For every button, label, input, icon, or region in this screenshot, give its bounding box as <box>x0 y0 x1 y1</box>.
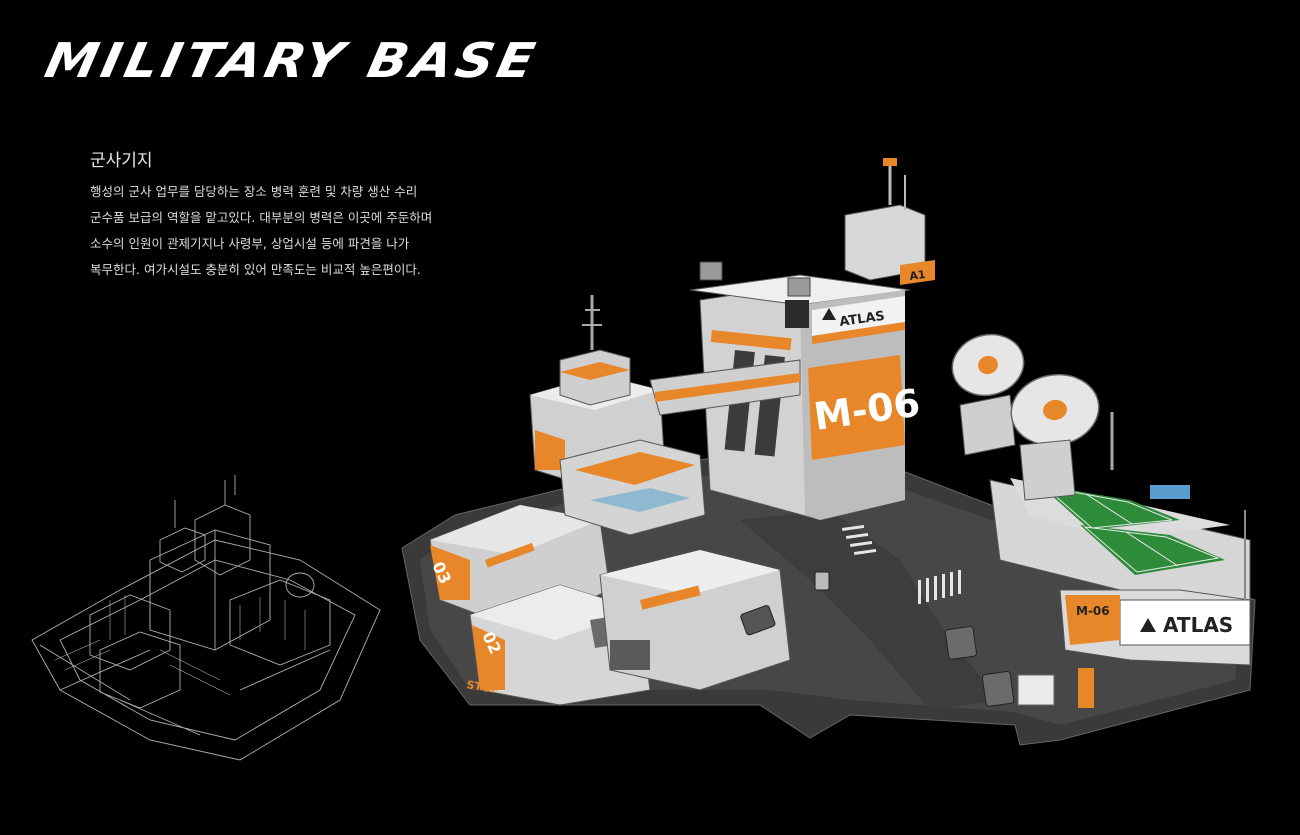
atlas-logo-icon <box>1140 618 1156 632</box>
page-subtitle: 군사기지 <box>90 151 153 171</box>
description-line: 복무한다. 여가시설도 충분히 있어 만족도는 비교적 높은편이다. <box>90 262 421 277</box>
tower-id-sign: A1 <box>909 268 927 283</box>
description-line: 행성의 군사 업무를 담당하는 장소 병력 훈련 및 차량 생산 수리 <box>90 184 418 199</box>
wireframe-sketch <box>31 475 381 761</box>
military-base-render: M-06 ATLAS A1 M-06 ATLAS 03 02 STOP <box>401 158 1256 746</box>
description-line: 군수품 보급의 역할을 맡고있다. 대부분의 병력은 이곳에 주둔하며 <box>90 210 433 225</box>
tower-brand-sign: ATLAS <box>838 309 885 330</box>
side-building-brand: ATLAS <box>1163 613 1233 637</box>
side-building-code: M-06 <box>1076 604 1110 618</box>
description-line: 소수의 인원이 관제기지나 사령부, 상업시설 등에 파견을 나가 <box>90 236 410 251</box>
description-block: 행성의 군사 업무를 담당하는 장소 병력 훈련 및 차량 생산 수리 군수품 … <box>90 179 510 283</box>
atlas-logo-icon <box>822 308 836 320</box>
road-stop-marking: STOP <box>465 678 500 697</box>
